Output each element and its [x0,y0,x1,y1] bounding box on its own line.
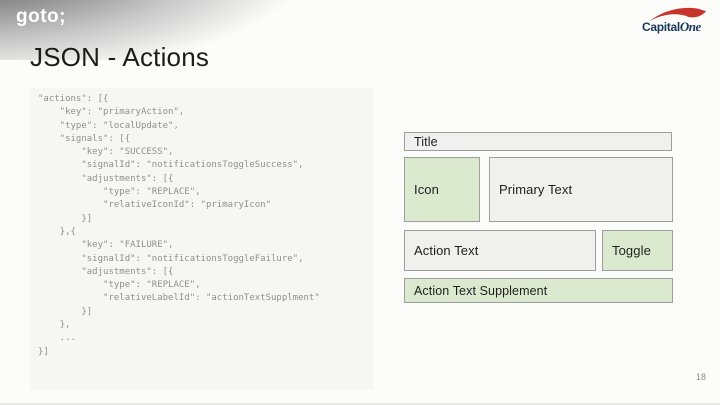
wireframe-box-action-text-supplement: Action Text Supplement [404,278,673,303]
code-line: "adjustments": [{ [38,173,174,184]
code-line: }] [38,306,93,317]
capital-one-wordmark-capital: Capital [642,20,680,34]
capital-one-wordmark: CapitalOne [642,18,701,36]
wireframe-box-primary-text: Primary Text [489,157,673,222]
code-line: "relativeIconId": "primaryIcon" [38,200,271,211]
code-line: },{ [38,226,76,237]
code-line: }] [38,346,49,357]
code-line: "type": "localUpdate", [38,120,179,131]
code-line: ... [38,333,76,344]
wireframe-box-icon: Icon [404,157,480,222]
code-line: "signalId": "notificationsToggleSuccess"… [38,160,304,171]
wireframe-box-title: Title [404,132,672,151]
slide-title: JSON - Actions [30,42,210,72]
wireframe-box-action-text-supplement-label: Action Text Supplement [414,283,548,298]
code-line: }] [38,213,93,224]
wireframe-box-title-label: Title [414,134,438,149]
code-line: "key": "primaryAction", [38,107,185,118]
code-line: "type": "REPLACE", [38,280,201,291]
code-line: "type": "REPLACE", [38,187,201,198]
code-line: "signalId": "notificationsToggleFailure"… [38,253,304,264]
wireframe-box-toggle-label: Toggle [612,243,651,258]
code-line: "actions": [{ [38,94,109,104]
capital-one-logo: CapitalOne [642,7,708,36]
wireframe-box-action-text-label: Action Text [414,243,479,258]
wireframe-box-icon-label: Icon [414,182,439,197]
json-code-block: "actions": [{ "key": "primaryAction", "t… [30,88,373,390]
code-line: "adjustments": [{ [38,266,174,277]
goto-conference-logo: goto; [16,6,66,27]
code-line: "key": "SUCCESS", [38,147,174,158]
wireframe-box-action-text: Action Text [404,230,596,271]
code-line: "relativeLabelId": "actionTextSupplment" [38,293,320,304]
capital-one-swoosh-icon [649,7,707,22]
wireframe-box-toggle: Toggle [602,230,673,271]
page-number: 18 [695,372,706,382]
capital-one-wordmark-one: One [679,19,701,34]
code-line: "key": "FAILURE", [38,240,174,251]
code-line: "signals": [{ [38,133,131,144]
code-line: }, [38,320,71,331]
wireframe-box-primary-text-label: Primary Text [499,182,573,197]
